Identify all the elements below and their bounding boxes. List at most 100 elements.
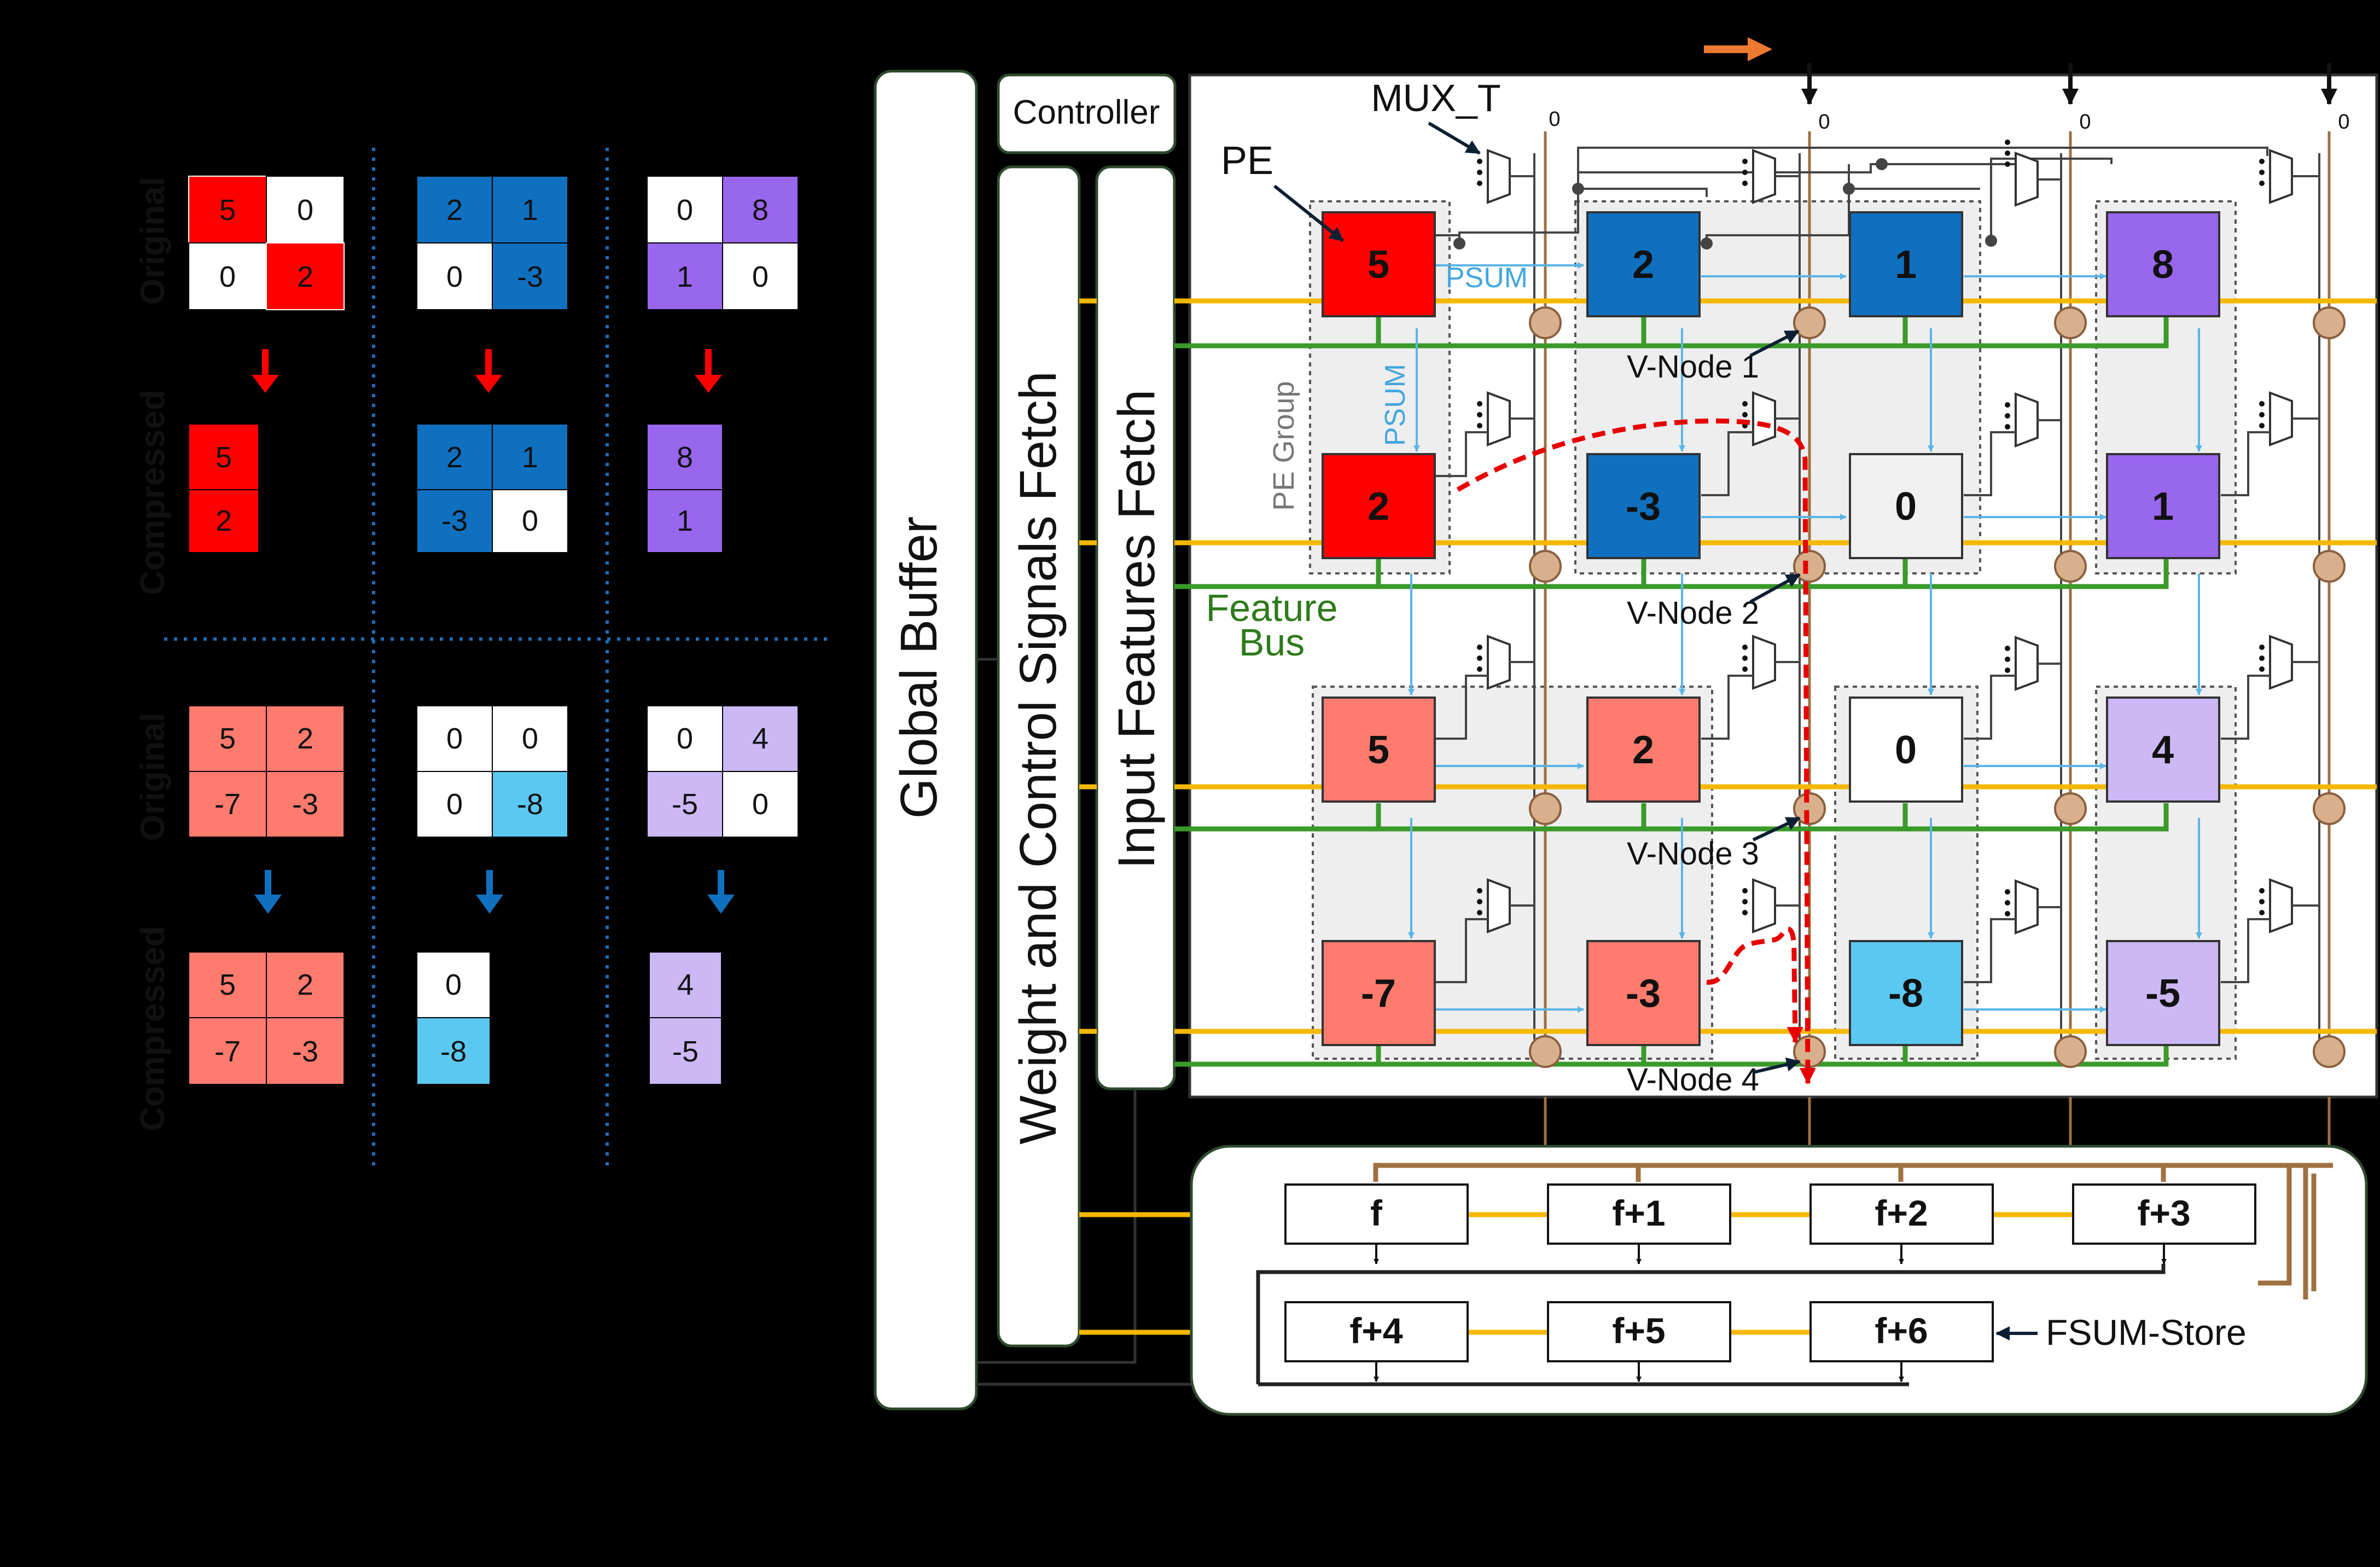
matrix-cell: -5 xyxy=(672,1035,699,1068)
matrix-cell: -7 xyxy=(214,1035,241,1068)
matrices-panel: Original Compressed Original Compressed … xyxy=(134,148,831,1171)
adder-node xyxy=(2054,1035,2087,1068)
matrix-cell: 0 xyxy=(677,194,693,227)
pe-cell xyxy=(1849,940,1963,1046)
vnode1-label: V-Node 1 xyxy=(1627,349,1759,385)
junction-dot xyxy=(1985,235,1997,247)
matrix-cell: -3 xyxy=(292,788,318,821)
pe-cell xyxy=(1586,697,1701,803)
row-label-compressed-top: Compressed xyxy=(134,390,172,595)
dataflow-path xyxy=(1456,418,1816,1084)
matrix-cell: 0 xyxy=(522,504,538,537)
fsum-brown-lines xyxy=(1373,1163,2333,1299)
row-label-original-top: Original xyxy=(134,177,172,305)
fsum-label: f+6 xyxy=(1875,1310,1928,1351)
matrix-cell: 0 xyxy=(522,722,538,755)
fsum-box xyxy=(2072,1183,2256,1245)
pe-value: -3 xyxy=(1626,485,1661,529)
matrix-panel-3: 0 8 1 0 8 1 xyxy=(647,176,799,553)
pe-value: -5 xyxy=(2145,972,2180,1015)
matrix-cell: 0 xyxy=(219,260,236,293)
feature-bus-label-1: Feature xyxy=(1206,587,1337,629)
adder-node xyxy=(1529,1035,1562,1068)
mux-icon xyxy=(2269,391,2293,446)
adder-node xyxy=(1529,550,1562,583)
matrix-cell: -3 xyxy=(517,260,543,293)
pe-cell xyxy=(2106,453,2220,559)
psum-vertical-label: PSUM xyxy=(1380,364,1411,446)
fsum-store: f f+1 f+2 f+3 f+4 f+5 f+6 FSUM-Store xyxy=(1284,1183,2256,1382)
adder-node xyxy=(1793,306,1826,339)
mux-icon xyxy=(1487,391,1511,446)
adder-node xyxy=(2313,306,2346,339)
mux-icon xyxy=(2015,152,2039,207)
fsum-box xyxy=(1284,1301,1469,1362)
pe-cell xyxy=(1322,453,1436,559)
pe-value: 2 xyxy=(1632,243,1654,287)
down-arrow-red-head xyxy=(475,375,502,393)
controller-block xyxy=(997,73,1177,154)
vnode3-pointer xyxy=(1752,816,1801,841)
down-arrow-red-head xyxy=(695,375,722,393)
pe-value: 0 xyxy=(1895,728,1917,772)
matrix-cell: 2 xyxy=(297,260,313,293)
matrix-cell: 0 xyxy=(445,968,462,1001)
mux-icon xyxy=(1487,878,1511,933)
zero-input: 0 xyxy=(1818,111,1830,134)
fsum-black-lines xyxy=(1256,1264,2166,1386)
adder-node xyxy=(1793,550,1826,583)
mux-icon xyxy=(1487,149,1511,204)
adder-node xyxy=(1529,306,1562,339)
matrix-cell: 1 xyxy=(522,194,538,227)
mux-label: MUX_T xyxy=(1371,77,1500,119)
pe-cell xyxy=(1586,940,1701,1046)
matrix-cell: 4 xyxy=(677,968,694,1001)
junction-dot xyxy=(1876,158,1888,170)
row-label-original-bottom: Original xyxy=(134,713,172,841)
matrix-cell: 1 xyxy=(522,441,538,474)
pe-group-label: PE Group xyxy=(1267,381,1300,510)
pe-cell xyxy=(1849,211,1963,317)
junction-dot xyxy=(1701,237,1713,249)
mux-units xyxy=(1487,149,2293,935)
matrix-cell: 0 xyxy=(446,260,463,293)
matrix-panel-2: 2 1 0 -3 2 1 -3 0 xyxy=(416,176,568,553)
matrix-cell: 5 xyxy=(219,968,236,1001)
column-wires xyxy=(1533,77,2331,1067)
vnode3-label: V-Node 3 xyxy=(1627,836,1759,872)
junction-dot xyxy=(1453,237,1465,249)
pe-cell xyxy=(1322,940,1436,1046)
junction-dot xyxy=(1843,183,1855,195)
adder-node xyxy=(2054,550,2087,583)
mux-icon xyxy=(1752,149,1776,204)
matrix-panel-1: 5 0 0 2 5 2 xyxy=(188,176,345,553)
matrix-cell: 0 xyxy=(446,722,463,755)
matrix-cell: -3 xyxy=(292,1035,318,1068)
pe-cell xyxy=(2106,211,2220,317)
fsum-label: f+1 xyxy=(1612,1193,1665,1233)
mux-icon xyxy=(2269,878,2293,933)
mux-icon xyxy=(1752,878,1776,933)
fsum-label: f xyxy=(1370,1193,1383,1233)
vnode2-label: V-Node 2 xyxy=(1627,595,1759,631)
matrix-panel-6: 0 4 -5 0 4 -5 xyxy=(647,705,799,1085)
feature-bus-green xyxy=(1174,317,2169,1067)
matrix-cell: 2 xyxy=(297,968,313,1001)
matrix-cell: -5 xyxy=(672,788,698,821)
junction-dot xyxy=(1572,183,1584,195)
weight-fetch-label: Weight and Control Signals Fetch xyxy=(1009,371,1067,1144)
matrix-cell: 0 xyxy=(677,722,693,755)
adder-node xyxy=(2313,550,2346,583)
pe-cell xyxy=(1322,697,1436,803)
down-arrow-red-head xyxy=(252,375,279,393)
mux-icon xyxy=(1752,391,1776,446)
pe-cell xyxy=(1586,211,1701,317)
vnode1-pointer xyxy=(1749,329,1800,357)
pe-grid: 5 2 1 8 2 -3 0 1 5 2 0 4 -7 -3 -8 -5 xyxy=(1322,211,2220,1046)
matrix-cell: -8 xyxy=(517,788,543,821)
fsum-orange-lines xyxy=(1285,1212,2073,1335)
pe-value: 1 xyxy=(1895,243,1917,287)
matrix-cell: 5 xyxy=(219,722,236,755)
zero-input: 0 xyxy=(1549,108,1560,131)
pe-label: PE xyxy=(1221,139,1273,183)
